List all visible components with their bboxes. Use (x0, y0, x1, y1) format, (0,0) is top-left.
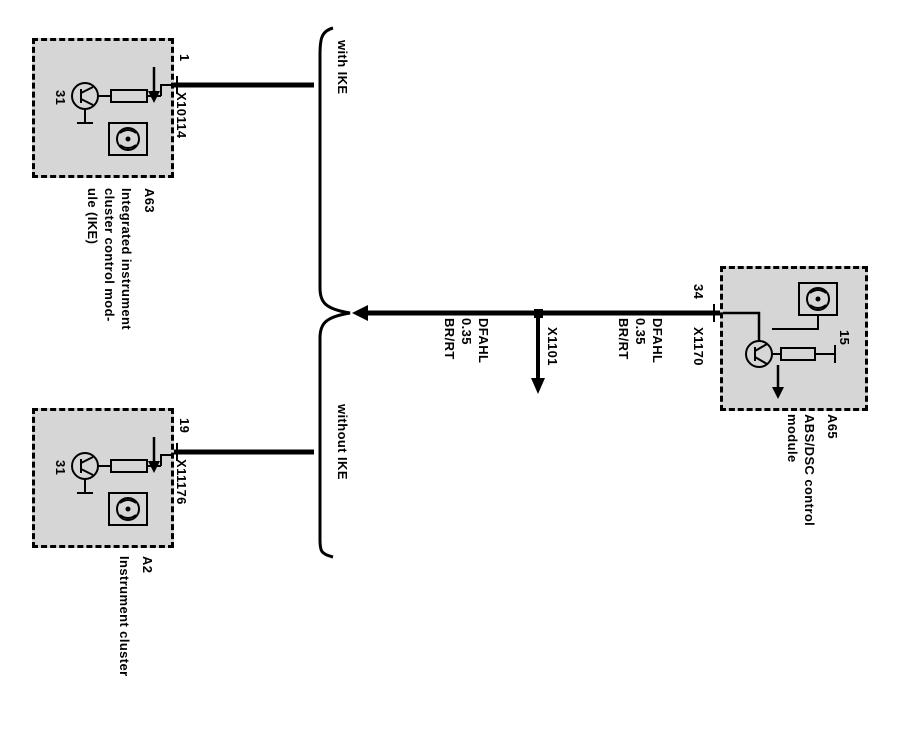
wire-arrow-icon (352, 305, 368, 321)
signal-arrow-icon (148, 437, 160, 473)
module-a63-label: A63 Integrated instrument cluster contro… (84, 188, 158, 330)
connector-x10114-label: X10114 (174, 92, 189, 139)
splice-arrow-icon (531, 309, 545, 394)
wire-signal-label: DFAHL (650, 318, 665, 364)
signal-arrow-icon (148, 67, 160, 103)
wire-size-label: 0.35 (459, 318, 474, 345)
module-a63-symbols (71, 67, 171, 156)
connector-x11176-label: X11176 (174, 459, 189, 505)
module-a65-name-line: ABS/DSC control (802, 414, 817, 527)
wire-label-left: DFAHL 0.35 BR/RT (441, 318, 492, 363)
pin-1-label: 1 (177, 54, 192, 62)
module-a63-name: Integrated instrument cluster control mo… (84, 188, 135, 330)
terminal-15-a65-label: 15 (837, 330, 852, 346)
module-a2-box (32, 408, 174, 548)
ground-icon (77, 479, 93, 494)
module-a2-symbols (71, 437, 171, 526)
condition-without-ike-label: without IKE (335, 404, 350, 480)
module-a63-name-line: ule (IKE) (85, 188, 100, 245)
pin-19-label: 19 (177, 418, 192, 434)
gauge-icon (772, 282, 838, 330)
module-a63-name-line: cluster control mod- (102, 188, 117, 322)
module-a63-box (32, 38, 174, 178)
wire-label-right: DFAHL 0.35 BR/RT (615, 318, 666, 363)
resistor-icon (772, 345, 836, 363)
module-a65-name-line: module (785, 414, 800, 463)
resistor-icon (98, 454, 171, 473)
wire-signal-label: DFAHL (476, 318, 491, 364)
module-a2-name: Instrument cluster (116, 556, 133, 677)
pin-34-label: 34 (691, 284, 706, 300)
wire-bottom-branch (172, 443, 314, 461)
module-a65-label: A65 ABS/DSC control module (784, 414, 841, 526)
condition-with-ike-label: with IKE (335, 40, 350, 95)
gauge-icon (108, 492, 148, 526)
module-a65-box (720, 266, 868, 411)
module-a2-label: A2 Instrument cluster (116, 556, 156, 677)
module-a65-id: A65 (825, 414, 840, 440)
module-a65-name: ABS/DSC control module (784, 414, 818, 526)
module-a2-name-line: Instrument cluster (117, 556, 132, 677)
transistor-icon (745, 340, 773, 368)
ground-icon (77, 109, 93, 124)
wire-color-label: BR/RT (616, 318, 631, 360)
module-a63-name-line: Integrated instrument (119, 188, 134, 331)
signal-arrow-icon (772, 365, 784, 399)
terminal-31-a63-label: 31 (53, 90, 68, 106)
entry-wire (723, 311, 761, 341)
transistor-icon (71, 452, 99, 480)
brace (318, 26, 351, 559)
terminal-31-a2-label: 31 (53, 460, 68, 476)
module-a63-id: A63 (142, 188, 157, 214)
resistor-icon (98, 84, 171, 103)
module-a2-id: A2 (140, 556, 155, 574)
module-a65-symbols (723, 282, 838, 399)
splice-x1101-label: X1101 (545, 327, 560, 366)
wire-top-branch (172, 76, 314, 94)
wire-size-label: 0.35 (633, 318, 648, 345)
transistor-icon (71, 82, 99, 110)
wire-color-label: BR/RT (442, 318, 457, 360)
connector-x1170-label: X1170 (691, 327, 706, 366)
gauge-icon (108, 122, 148, 156)
